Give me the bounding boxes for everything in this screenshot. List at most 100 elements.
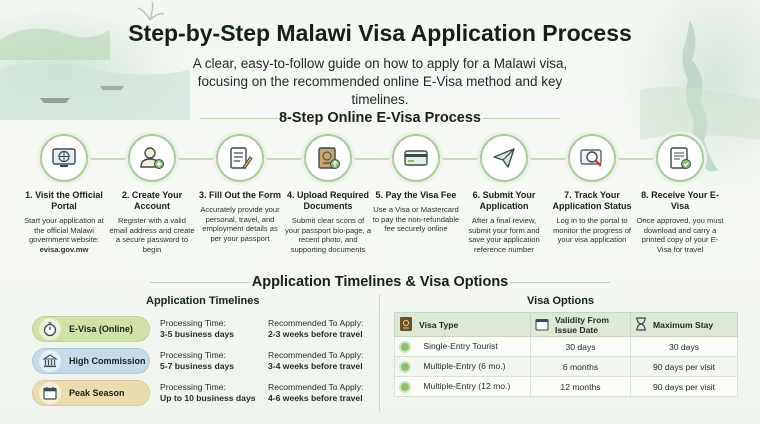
visa-type-label: Single-Entry Tourist (423, 340, 498, 351)
apply-label: Recommended To Apply: (268, 382, 364, 392)
apply-label: Recommended To Apply: (268, 318, 364, 328)
timelines-heading: Application Timelines & Visa Options (251, 274, 509, 290)
apply-value: 3-4 weeks before travel (268, 361, 363, 371)
step-5-badge (392, 134, 440, 182)
step-7-title: 7. Track Your Application Status (552, 190, 632, 211)
calendar-icon (535, 317, 549, 333)
timeline-pill-evisa: E-Visa (Online) (32, 316, 150, 342)
visa-document-icon (670, 147, 691, 169)
step-1-title: 1. Visit the Official Portal (25, 190, 103, 211)
step-1-desc: Start your application at the official M… (20, 216, 108, 254)
processing-label: Processing Time: (160, 318, 226, 328)
globe-monitor-icon (52, 148, 76, 167)
apply-value: 4-6 weeks before travel (268, 393, 363, 403)
table-header-row: Visa Type Validity From Issue Date (394, 312, 738, 337)
header-validity: Validity From Issue Date (530, 312, 631, 337)
timeline-processing-high-commission: Processing Time: 5-7 business days (160, 350, 234, 372)
validity-cell: 12 months (530, 376, 631, 397)
step-8-title: 8. Receive Your E-Visa (641, 190, 719, 211)
step-5: 5. Pay the Visa Fee Use a Visa or Master… (372, 134, 460, 234)
table-row: Single-Entry Tourist 30 days 30 days (394, 336, 738, 357)
heading-rule-right (482, 118, 560, 119)
step-4-badge (304, 134, 352, 182)
timelines-rule-right (510, 282, 610, 283)
header-label: Validity From Issue Date (555, 314, 609, 335)
processing-value: Up to 10 business days (160, 393, 256, 403)
paper-plane-icon (493, 148, 515, 168)
timeline-apply-evisa: Recommended To Apply: 2-3 weeks before t… (268, 318, 363, 340)
steps-heading: 8-Step Online E-Visa Process (278, 110, 481, 126)
application-timelines-heading: Application Timelines (146, 295, 260, 307)
timeline-pill-label: High Commission (69, 356, 146, 366)
row-bullet-icon (399, 360, 411, 373)
step-1-badge (40, 134, 88, 182)
timeline-pill-high-commission: High Commission (32, 348, 150, 374)
header-max-stay: Maximum Stay (630, 312, 738, 337)
step-6-badge (480, 134, 528, 182)
step-3-desc: Accurately provide your personal, travel… (200, 205, 280, 243)
step-1-desc-text: Start your application at the official M… (24, 216, 104, 244)
steps-connector-line (64, 158, 696, 160)
step-5-desc: Use a Visa or Mastercard to pay the non-… (372, 205, 460, 233)
official-portal-link[interactable]: evisa.gov.mw (39, 244, 89, 254)
step-7-desc: Log in to the portal to monitor the prog… (552, 216, 632, 244)
step-7: 7. Track Your Application Status Log in … (548, 134, 636, 245)
form-pen-icon (230, 147, 253, 170)
building-icon (39, 350, 61, 372)
step-2-badge (128, 134, 176, 182)
step-3: 3. Fill Out the Form Accurately provide … (196, 134, 284, 243)
background-lake-scene (0, 0, 190, 120)
timeline-pill-label: E-Visa (Online) (69, 324, 133, 334)
step-2-title: 2. Create Your Account (121, 190, 183, 211)
step-6-title: 6. Submit Your Application (472, 190, 536, 211)
hourglass-icon (635, 316, 647, 333)
visa-options-table: Visa Type Validity From Issue Date (394, 312, 738, 397)
timeline-processing-peak-season: Processing Time: Up to 10 business days (160, 382, 256, 404)
visa-type-cell: Single-Entry Tourist (394, 336, 531, 357)
max-stay-cell: 30 days (630, 336, 738, 357)
max-stay-cell: 90 days per visit (630, 376, 738, 397)
timeline-pill-peak-season: Peak Season (32, 380, 150, 406)
timeline-apply-high-commission: Recommended To Apply: 3-4 weeks before t… (268, 350, 363, 372)
header-label: Visa Type (419, 319, 459, 330)
step-6-desc: After a final review, submit your form a… (468, 216, 540, 254)
timeline-apply-peak-season: Recommended To Apply: 4-6 weeks before t… (268, 382, 363, 404)
page-subtitle: A clear, easy-to-follow guide on how to … (192, 56, 568, 107)
page-title: Step-by-Step Malawi Visa Application Pro… (128, 20, 632, 46)
processing-label: Processing Time: (160, 350, 226, 360)
step-2-desc: Register with a valid email address and … (109, 216, 195, 254)
heading-rule-left (200, 118, 278, 119)
validity-cell: 30 days (530, 336, 631, 357)
passport-icon (399, 316, 413, 334)
section-divider (379, 294, 380, 412)
table-row: Multiple-Entry (6 mo.) 6 months 90 days … (394, 356, 738, 377)
apply-value: 2-3 weeks before travel (268, 329, 363, 339)
step-8: 8. Receive Your E-Visa Once approved, yo… (636, 134, 724, 254)
visa-options-heading: Visa Options (527, 295, 595, 307)
step-4-desc: Submit clear scons of your passport bio-… (284, 216, 372, 254)
step-5-title: 5. Pay the Visa Fee (375, 190, 457, 200)
processing-value: 3-5 business days (160, 329, 235, 339)
visa-type-label: Multiple-Entry (12 mo.) (423, 380, 511, 391)
visa-type-cell: Multiple-Entry (12 mo.) (394, 376, 531, 397)
header-label: Maximum Stay (653, 319, 714, 330)
step-4: 4. Upload Required Documents Submit clea… (284, 134, 372, 254)
visa-type-cell: Multiple-Entry (6 mo.) (394, 356, 531, 377)
add-user-icon (140, 147, 164, 169)
table-row: Multiple-Entry (12 mo.) 12 months 90 day… (394, 376, 738, 397)
step-4-title: 4. Upload Required Documents (286, 190, 369, 211)
calendar-icon (39, 382, 61, 404)
step-3-badge (216, 134, 264, 182)
step-8-badge (656, 134, 704, 182)
magnifier-icon (580, 149, 602, 167)
step-1: 1. Visit the Official Portal Start your … (20, 134, 108, 254)
passport-upload-icon (318, 147, 340, 169)
stopwatch-icon (39, 318, 61, 340)
timeline-pill-label: Peak Season (69, 388, 125, 398)
timeline-processing-evisa: Processing Time: 3-5 business days (160, 318, 234, 340)
row-bullet-icon (399, 380, 411, 393)
processing-label: Processing Time: (160, 382, 226, 392)
credit-card-icon (404, 150, 428, 166)
visa-type-label: Multiple-Entry (6 mo.) (423, 360, 506, 371)
max-stay-cell: 90 days per visit (630, 356, 738, 377)
